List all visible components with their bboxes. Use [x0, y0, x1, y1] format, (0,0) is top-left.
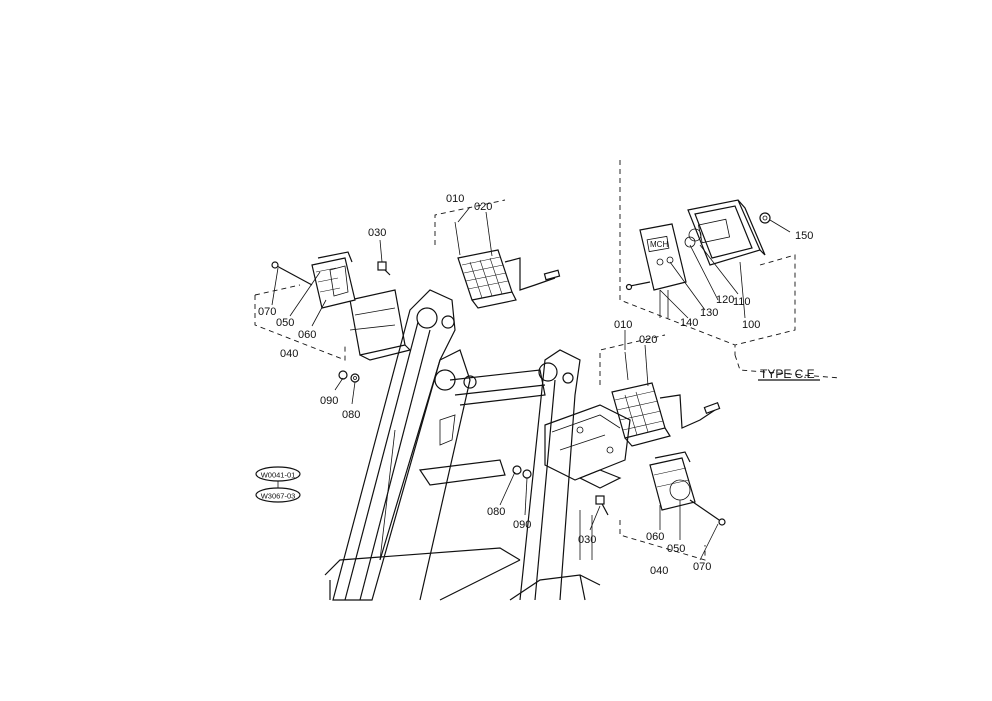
part-label-110: 110: [733, 296, 751, 308]
part-label-140: 140: [680, 317, 698, 329]
part-label-030: 030: [578, 534, 596, 546]
part-label-080: 080: [487, 506, 505, 518]
type-ce-lamp-group: MCH: [619, 160, 841, 379]
part-label-020: 020: [474, 201, 492, 213]
part-label-060: 060: [646, 531, 664, 543]
right-bracket-assembly: [512, 404, 726, 561]
top-work-lamp: [434, 199, 561, 309]
type-ce-label: TYPE C.E: [760, 367, 815, 381]
part-label-050: 050: [667, 543, 685, 555]
part-label-130: 130: [700, 307, 718, 319]
part-label-080: 080: [342, 409, 360, 421]
left-bracket-assembly: [254, 251, 412, 383]
part-label-040: 040: [280, 348, 298, 360]
part-label-090: 090: [320, 395, 338, 407]
svg-text:MCH: MCH: [650, 240, 668, 249]
part-label-070: 070: [258, 306, 276, 318]
part-label-060: 060: [298, 329, 316, 341]
part-label-030: 030: [368, 227, 386, 239]
ref-code-oval-2: [255, 487, 301, 503]
part-label-090: 090: [513, 519, 531, 531]
reference-codes: W0041-01 W3067-03: [255, 466, 301, 503]
leader-lines: [271, 206, 746, 561]
part-label-050: 050: [276, 317, 294, 329]
part-label-100: 100: [742, 319, 760, 331]
part-label-010: 010: [446, 193, 464, 205]
right-work-lamp: [599, 334, 721, 447]
ref-code-1: W0041-01: [261, 471, 296, 480]
ref-code-2: W3067-03: [261, 492, 296, 501]
loader-boom-frame: [324, 289, 601, 601]
part-label-020: 020: [639, 334, 657, 346]
part-labels: 010 020 030 070 050 060 040 090 080 010 …: [258, 193, 820, 577]
part-label-010: 010: [614, 319, 632, 331]
part-label-040: 040: [650, 565, 668, 577]
part-label-150: 150: [795, 230, 813, 242]
part-label-070: 070: [693, 561, 711, 573]
part-label-120: 120: [716, 294, 734, 306]
